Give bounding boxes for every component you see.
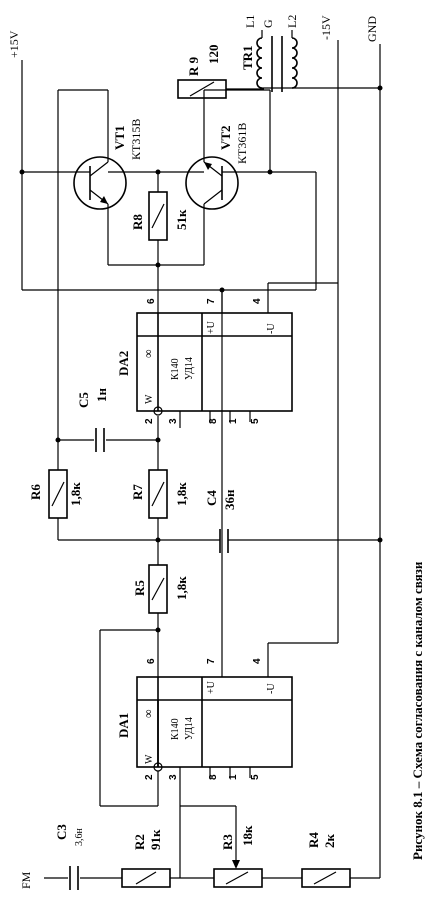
svg-text:К140: К140 (170, 718, 181, 740)
resistor-r6: R6 1,8к (28, 440, 83, 540)
svg-text:51к: 51к (174, 209, 189, 230)
svg-text:R8: R8 (130, 214, 145, 230)
svg-text:R5: R5 (132, 580, 147, 596)
svg-text:КТ315В: КТ315В (129, 119, 143, 160)
svg-text:VT1: VT1 (112, 125, 127, 150)
svg-text:4: 4 (252, 658, 263, 664)
svg-text:2к: 2к (322, 834, 337, 849)
rail-gnd: GND (365, 16, 381, 878)
input-fm: FM (19, 871, 68, 889)
svg-text:2: 2 (144, 774, 155, 780)
svg-text:FM: FM (19, 871, 33, 889)
svg-text:L2: L2 (285, 15, 299, 28)
svg-text:1,8к: 1,8к (68, 482, 83, 506)
svg-text:DA2: DA2 (116, 351, 131, 376)
transistor-vt2: VT2 КТ361В (185, 90, 316, 265)
capacitor-c5: C5 1н (58, 388, 158, 452)
svg-text:УД14: УД14 (184, 717, 195, 740)
svg-text:+U: +U (206, 680, 217, 694)
transformer-tr1: TR1 L1 G L2 (240, 15, 380, 92)
svg-text:L1: L1 (243, 15, 257, 28)
svg-text:DA1: DA1 (116, 713, 131, 738)
svg-text:R7: R7 (130, 484, 145, 500)
svg-text:C5: C5 (76, 392, 91, 408)
rail-plus15: +15V (7, 30, 23, 290)
svg-text:R6: R6 (28, 484, 43, 500)
svg-text:+U: +U (206, 320, 217, 334)
svg-text:1,8к: 1,8к (174, 482, 189, 506)
svg-text:УД14: УД14 (184, 357, 195, 380)
resistor-r2: R2 91к (121, 829, 171, 888)
svg-text:G: G (261, 19, 275, 28)
svg-text:5: 5 (250, 774, 261, 780)
svg-text:W: W (144, 394, 155, 404)
svg-text:3: 3 (168, 418, 179, 424)
svg-text:3: 3 (168, 774, 179, 780)
svg-text:3,6н: 3,6н (74, 828, 85, 847)
svg-text:TR1: TR1 (240, 45, 255, 70)
svg-text:1,8к: 1,8к (174, 576, 189, 600)
svg-text:18к: 18к (240, 825, 255, 846)
svg-text:7: 7 (206, 658, 217, 664)
svg-text:6: 6 (146, 298, 157, 304)
potentiometer-r3: R3 18к (213, 825, 263, 888)
svg-text:R2: R2 (132, 834, 147, 850)
svg-text:C4: C4 (204, 490, 219, 506)
svg-text:1: 1 (228, 774, 239, 780)
svg-text:1: 1 (228, 418, 239, 424)
svg-text:КТ361В: КТ361В (235, 123, 249, 164)
opamp-da2: DA2 К140 УД14 W ∞ +U -U 2 3 8 1 5 6 7 4 (116, 268, 293, 424)
svg-text:W: W (144, 754, 155, 764)
svg-text:GND: GND (365, 16, 379, 42)
svg-text:R 9: R 9 (186, 56, 201, 76)
svg-text:91к: 91к (148, 829, 163, 850)
svg-text:5: 5 (250, 418, 261, 424)
resistor-r7: R7 1,8к (130, 440, 189, 540)
figure-caption: Рисунок 8.1 – Схема согласования с канал… (410, 561, 425, 860)
resistor-r4: R4 2к (301, 832, 351, 888)
svg-text:R3: R3 (220, 834, 235, 850)
svg-text:7: 7 (206, 298, 217, 304)
svg-text:R4: R4 (306, 832, 321, 848)
transistor-vt1: VT1 КТ315В (22, 90, 143, 265)
svg-text:8: 8 (208, 418, 219, 424)
resistor-r9: R 9 120 (177, 45, 227, 99)
svg-text:∞: ∞ (141, 709, 155, 718)
svg-text:120: 120 (206, 45, 221, 65)
svg-text:2: 2 (144, 418, 155, 424)
svg-text:∞: ∞ (141, 349, 155, 358)
rail-minus15: -15V (319, 15, 339, 643)
svg-text:4: 4 (252, 298, 263, 304)
capacitor-c4: C4 36н (204, 489, 380, 553)
svg-text:6: 6 (146, 658, 157, 664)
svg-text:8: 8 (208, 774, 219, 780)
svg-text:C3: C3 (54, 824, 69, 840)
opamp-da1: DA1 К140 УД14 W ∞ +U -U 2 3 8 1 5 6 7 4 (116, 630, 293, 806)
svg-text:VT2: VT2 (218, 125, 233, 150)
resistor-r5: R5 1,8к (132, 540, 189, 630)
svg-text:-15V: -15V (319, 15, 333, 40)
svg-text:К140: К140 (170, 358, 181, 380)
resistor-r8: R8 51к (130, 172, 189, 265)
svg-text:1н: 1н (94, 388, 109, 403)
capacitor-c3: C3 3,6н (54, 824, 85, 890)
svg-text:+15V: +15V (7, 30, 21, 58)
svg-text:-U: -U (266, 323, 277, 334)
svg-text:-U: -U (266, 683, 277, 694)
svg-text:36н: 36н (222, 489, 237, 510)
